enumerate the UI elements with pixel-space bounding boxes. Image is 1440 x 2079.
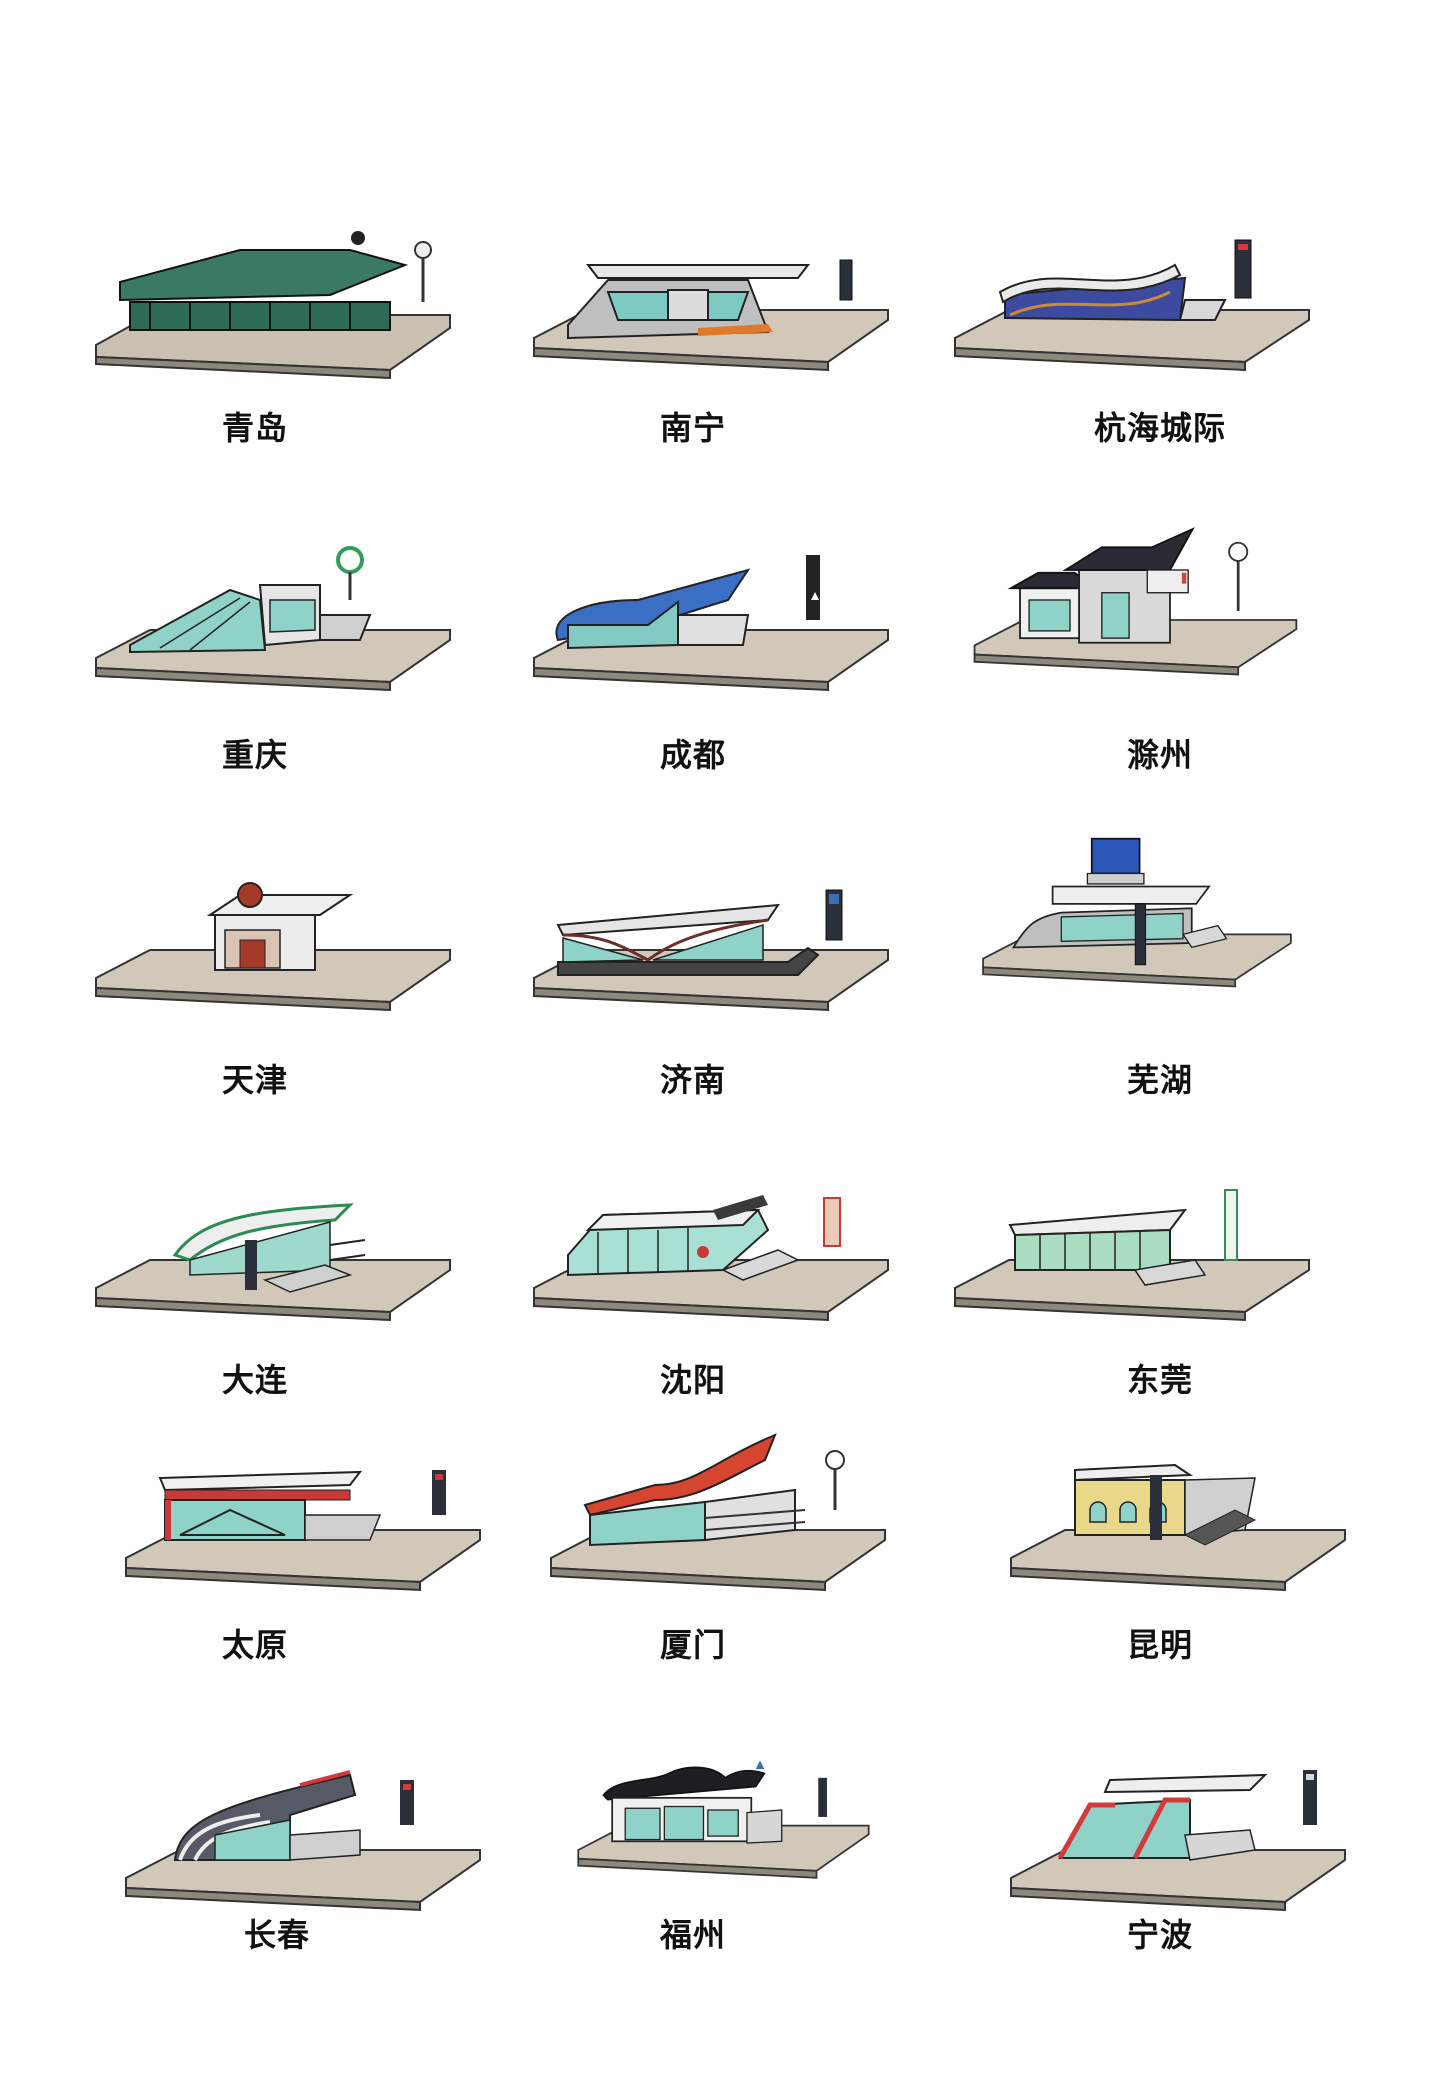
station-name-label: 大连 bbox=[221, 1361, 288, 1399]
station-name-label: 沈阳 bbox=[659, 1361, 726, 1399]
station-card-fuzhou: 福州 bbox=[545, 1730, 975, 2030]
station-illustration-dalian bbox=[95, 1203, 451, 1322]
station-card-wuhu: 芜湖 bbox=[955, 830, 1385, 1130]
station-name-label: 滁州 bbox=[1126, 736, 1193, 774]
station-name-label: 南宁 bbox=[659, 409, 726, 447]
station-name-label: 天津 bbox=[221, 1061, 288, 1099]
station-illustration-tianjin bbox=[95, 882, 451, 1012]
station-card-changchun: 长春 bbox=[120, 1760, 550, 2060]
station-illustration-xiamen bbox=[550, 1433, 886, 1592]
station-illustration-chengdu bbox=[533, 555, 889, 692]
station-card-tianjin: 天津 bbox=[90, 860, 520, 1160]
station-card-shenyang: 沈阳 bbox=[528, 1170, 958, 1470]
station-name-label: 长春 bbox=[243, 1916, 310, 1954]
station-name-label: 福州 bbox=[659, 1916, 726, 1954]
station-illustration-dongguan bbox=[954, 1189, 1310, 1322]
station-card-dalian: 大连 bbox=[90, 1170, 520, 1470]
station-name-label: 青岛 bbox=[221, 409, 288, 447]
station-illustration-jinan bbox=[533, 889, 889, 1012]
station-illustration-fuzhou bbox=[577, 1760, 870, 1879]
station-name-label: 宁波 bbox=[1126, 1916, 1193, 1954]
station-illustration-chongqing bbox=[95, 546, 451, 692]
station-illustration-changchun bbox=[125, 1770, 481, 1912]
station-card-jinan: 济南 bbox=[528, 860, 958, 1160]
station-name-label: 成都 bbox=[659, 736, 726, 774]
station-illustration-taiyuan bbox=[125, 1470, 481, 1592]
station-name-label: 杭海城际 bbox=[1093, 409, 1226, 447]
station-illustration-shenyang bbox=[533, 1195, 889, 1322]
station-card-dongguan: 东莞 bbox=[954, 1170, 1385, 1470]
station-name-label: 太原 bbox=[221, 1626, 288, 1664]
station-card-xiamen: 厦门 bbox=[545, 1430, 975, 1730]
station-illustration-chuzhou bbox=[973, 527, 1298, 676]
station-illustration-nanning bbox=[533, 259, 889, 372]
station-illustration-qingdao bbox=[95, 231, 451, 380]
station-card-qingdao: 青岛 bbox=[90, 220, 520, 520]
station-illustration-kunming bbox=[1010, 1463, 1346, 1592]
station-name-label: 芜湖 bbox=[1126, 1061, 1193, 1099]
station-illustration-wuhu bbox=[982, 837, 1292, 988]
station-illustration-hanghai bbox=[954, 239, 1310, 372]
station-name-label: 重庆 bbox=[221, 736, 288, 774]
station-card-chuzhou: 滁州 bbox=[955, 520, 1385, 820]
station-name-label: 济南 bbox=[659, 1061, 726, 1099]
station-name-label: 东莞 bbox=[1126, 1361, 1193, 1399]
station-card-hanghai: 杭海城际 bbox=[954, 220, 1385, 520]
station-name-label: 昆明 bbox=[1126, 1626, 1193, 1664]
station-card-chongqing: 重庆 bbox=[90, 540, 520, 840]
station-card-taiyuan: 太原 bbox=[120, 1440, 550, 1740]
station-illustration-ningbo bbox=[1010, 1770, 1346, 1912]
station-card-nanning: 南宁 bbox=[528, 220, 958, 520]
station-card-chengdu: 成都 bbox=[528, 540, 958, 840]
station-card-kunming: 昆明 bbox=[1005, 1440, 1435, 1740]
station-card-ningbo: 宁波 bbox=[1005, 1750, 1435, 2050]
station-name-label: 厦门 bbox=[659, 1626, 726, 1664]
